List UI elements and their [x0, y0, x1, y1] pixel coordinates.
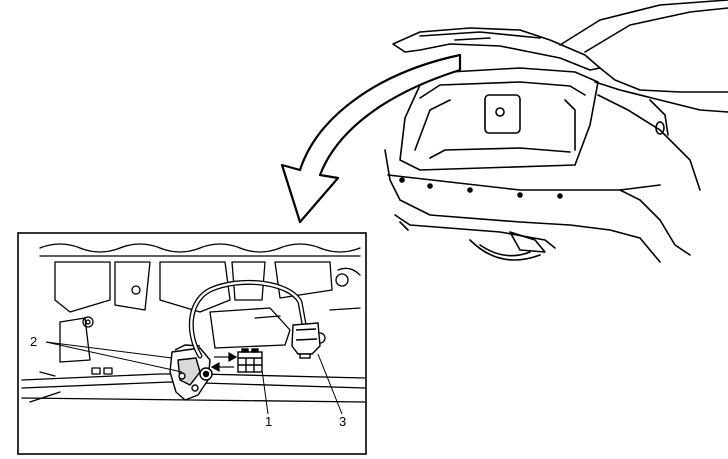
rear-roofline: [559, 0, 728, 46]
trunk-lid-inner-panel: [21, 243, 365, 403]
wiring-harness: [188, 279, 307, 359]
callout-2-label: 2: [30, 334, 37, 349]
curved-arrow-icon: [280, 53, 462, 224]
trunk-lid: [392, 27, 601, 71]
vehicle-rear-illustration: [384, 0, 728, 263]
callout-1-label: 1: [265, 414, 272, 429]
leader-lines: [45, 341, 343, 415]
electrical-connector: [237, 348, 263, 373]
rear-fascia: [384, 149, 661, 263]
bidirectional-arrows-icon: [210, 351, 238, 373]
callout-3-label: 3: [339, 414, 346, 429]
trunk-latch-assembly: [169, 344, 213, 401]
harness-connector: [291, 322, 321, 359]
